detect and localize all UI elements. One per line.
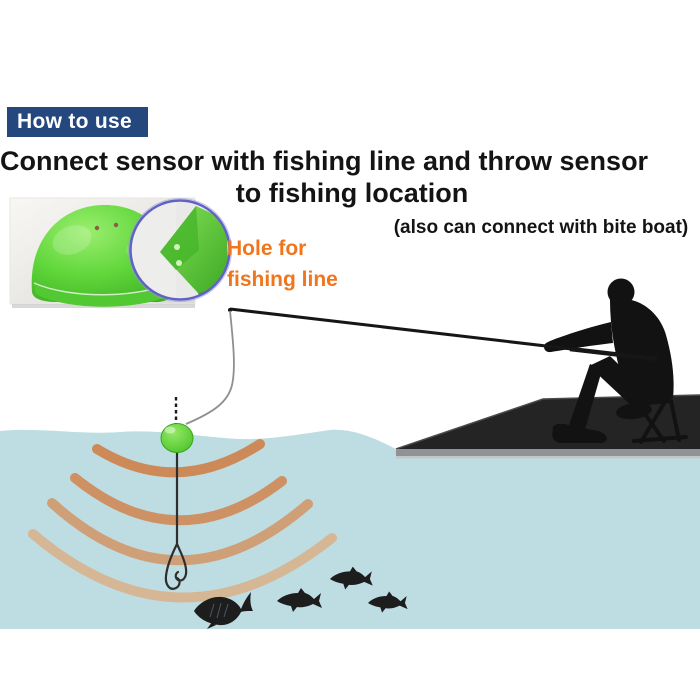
how-to-use-badge: How to use — [7, 107, 148, 137]
water — [0, 429, 700, 629]
fishing-line — [185, 310, 235, 425]
callout-line-1: Hole for — [227, 237, 307, 260]
fish-icon — [194, 566, 408, 629]
instruction-line-2: to fishing location — [235, 178, 469, 208]
sensor-float — [160, 397, 194, 453]
fisherman-silhouette — [544, 278, 688, 444]
callout-line-2: fishing line — [227, 268, 338, 291]
instruction-line-1: Connect sensor with fishing line and thr… — [0, 146, 649, 176]
fishing-hook-icon — [164, 450, 188, 590]
bite-boat-note: (also can connect with bite boat) — [393, 217, 689, 238]
fishing-rod — [228, 307, 658, 362]
stool-legs — [632, 398, 688, 444]
hole-for-fishing-line-label: Hole for fishing line — [227, 233, 338, 295]
